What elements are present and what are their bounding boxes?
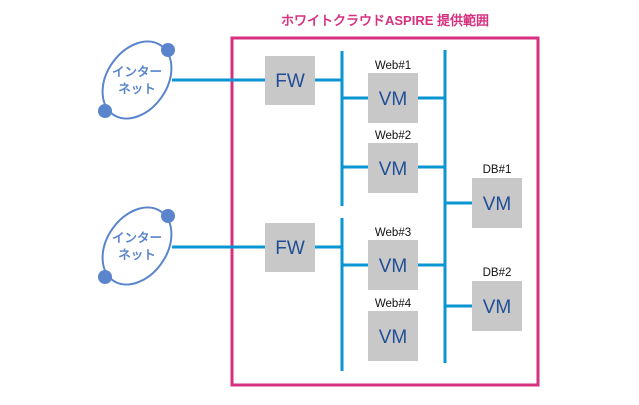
vm-web2: Web#2 VM	[368, 130, 418, 193]
firewall-label: FW	[275, 238, 305, 259]
vm-name: Web#4	[375, 298, 412, 310]
vm-db2: DB#2 VM	[472, 267, 522, 331]
vm-name: DB#1	[483, 164, 512, 176]
scope-boundary	[230, 36, 540, 387]
vm-box	[472, 281, 522, 331]
firewall-label: FW	[275, 71, 305, 92]
firewall-box	[265, 223, 315, 272]
vm-label: VM	[483, 194, 512, 215]
internet-node-1: インター ネット	[98, 40, 175, 120]
vm-name: DB#2	[483, 267, 512, 279]
internet-node-2: インター ネット	[98, 206, 175, 286]
vm-label: VM	[379, 256, 408, 277]
node-dot-icon	[98, 104, 112, 118]
node-dot-icon	[161, 43, 175, 57]
vm-web3: Web#3 VM	[368, 227, 418, 290]
vm-box	[368, 143, 418, 193]
internet-label-line1: インター	[112, 64, 162, 79]
vm-web4: Web#4 VM	[368, 298, 418, 361]
firewall-2: FW	[265, 223, 315, 272]
vm-box	[368, 73, 418, 123]
internet-ellipse	[101, 206, 173, 286]
network-lines	[172, 50, 473, 371]
firewall-1: FW	[265, 56, 315, 105]
internet-label-line2: ネット	[118, 82, 156, 96]
vm-name: Web#2	[375, 130, 411, 142]
vm-name: Web#1	[375, 60, 411, 72]
firewall-box	[265, 56, 315, 105]
vm-label: VM	[379, 89, 408, 110]
vm-label: VM	[379, 327, 408, 348]
vm-label: VM	[483, 297, 512, 318]
vm-box	[368, 311, 418, 361]
vm-web1: Web#1 VM	[368, 60, 418, 123]
vm-db1: DB#1 VM	[472, 164, 522, 228]
internet-ellipse	[101, 40, 173, 120]
scope-title: ホワイトクラウドASPIRE 提供範囲	[281, 13, 489, 28]
internet-label-line2: ネット	[118, 248, 156, 262]
node-dot-icon	[98, 270, 112, 284]
vm-box	[472, 178, 522, 228]
vm-label: VM	[379, 159, 408, 180]
internet-label-line1: インター	[112, 230, 162, 245]
node-dot-icon	[161, 209, 175, 223]
vm-name: Web#3	[375, 227, 411, 239]
vm-box	[368, 240, 418, 290]
